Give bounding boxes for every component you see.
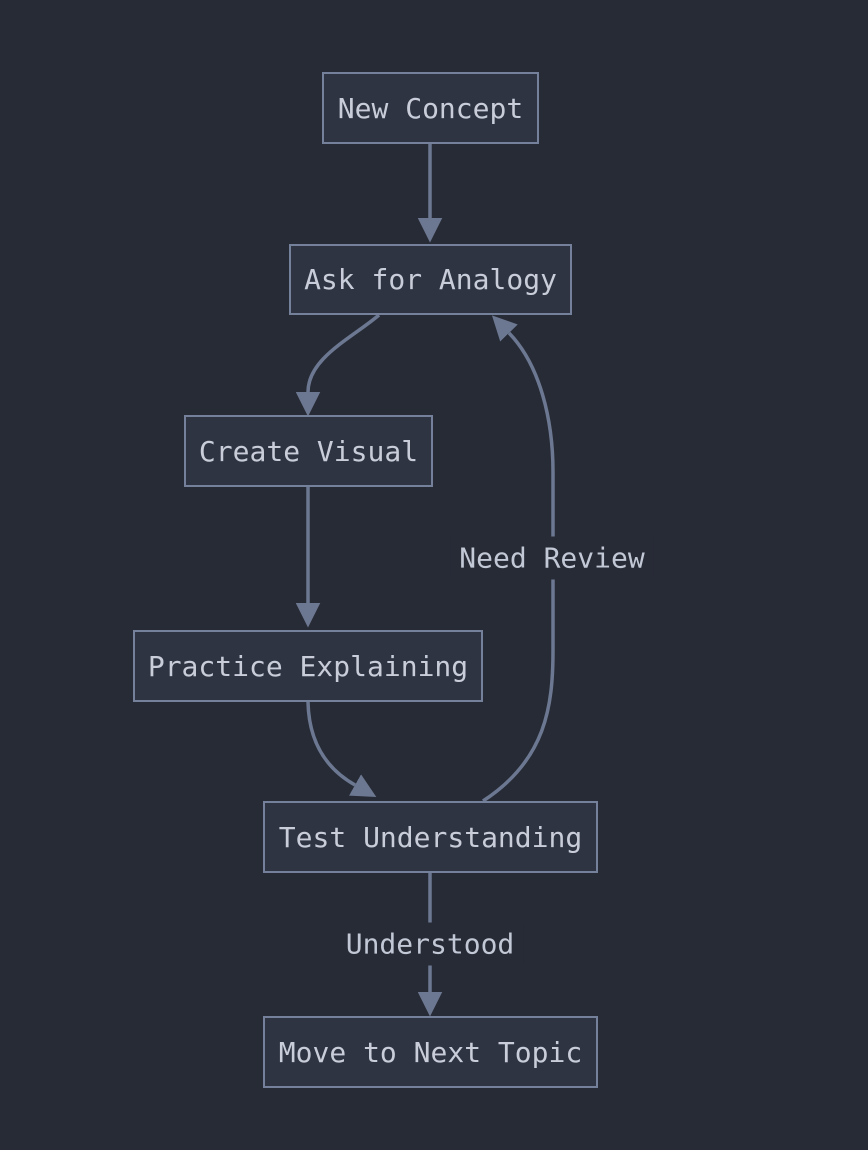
node-label: Practice Explaining [147, 649, 469, 683]
node-label: Test Understanding [278, 820, 583, 854]
edge-label-understood: Understood [336, 922, 524, 966]
node-test-understanding: Test Understanding [263, 801, 598, 873]
node-create-visual: Create Visual [184, 415, 433, 487]
edge-label-need-review: Need Review [450, 536, 654, 580]
edge-ask-for-analogy-to-create-visual [295, 313, 381, 417]
node-new-concept: New Concept [322, 72, 539, 144]
node-move-to-next-topic: Move to Next Topic [263, 1016, 598, 1088]
node-label: New Concept [337, 91, 524, 125]
node-ask-for-analogy: Ask for Analogy [289, 244, 572, 315]
node-label: Move to Next Topic [278, 1035, 583, 1069]
edge-practice-explaining-to-test-understanding [306, 701, 377, 798]
node-label: Ask for Analogy [304, 263, 557, 296]
node-practice-explaining: Practice Explaining [133, 630, 483, 702]
node-label: Create Visual [198, 434, 419, 468]
edge-test-understanding-to-ask-for-analogy [482, 315, 555, 803]
